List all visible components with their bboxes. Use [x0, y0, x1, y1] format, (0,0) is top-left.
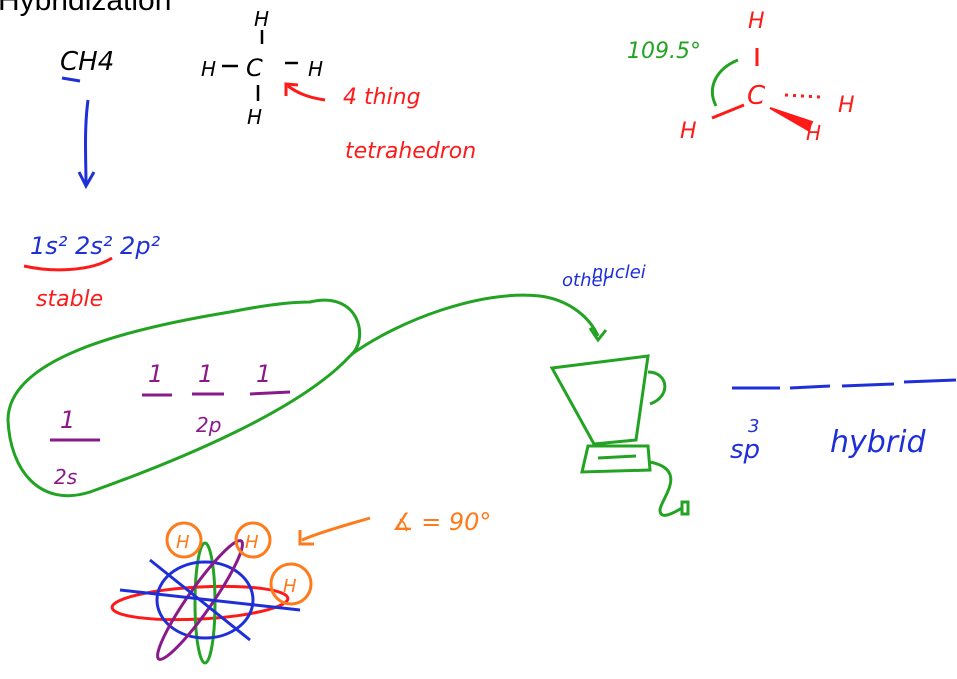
orbital-loop: [6, 298, 362, 498]
methane-c: C: [747, 81, 766, 111]
wedge-bond: [769, 107, 814, 132]
blender-label-other: other: [562, 270, 612, 291]
annotation-tetrahedron: tetrahedron: [345, 139, 476, 164]
orbital-2s-arrows: 1: [60, 406, 75, 434]
lewis-c: C: [246, 54, 263, 82]
bond-angle: 109.5°: [627, 39, 701, 64]
orbital-2p-2: 1: [198, 360, 213, 388]
down-arrow-head: [77, 171, 96, 190]
lewis-structure: H H C H H: [201, 7, 323, 129]
electron-config: 1s² 2s² 2p²: [30, 232, 161, 260]
methane-h-top: H: [748, 9, 765, 34]
hybrid-word: hybrid: [830, 425, 926, 460]
methane-3d: 109.5° H C H H H: [627, 9, 855, 145]
orbital-diagram: 1 2s 1 1 1 2p: [50, 360, 291, 489]
orbital-2p-label: 2p: [196, 413, 221, 437]
down-arrow: [84, 99, 90, 186]
angle-note: ∡ = 90°: [392, 508, 491, 536]
hybrid-orbital-lines: [732, 378, 957, 390]
lewis-h-bottom: H: [247, 105, 262, 129]
loop-to-blender: [351, 293, 600, 356]
annotation-four-thing: 4 thing: [343, 85, 421, 110]
config-underline: [23, 256, 113, 272]
red-arrow: [287, 84, 326, 102]
sketch-h-1: H: [176, 532, 190, 553]
angle-arc: [710, 58, 739, 107]
orbital-2p-3: 1: [256, 360, 271, 388]
blender-drawing: [549, 354, 690, 517]
sketch-h-2: H: [245, 532, 259, 553]
orbital-sketch: [110, 521, 313, 665]
sketch-h-3: H: [283, 576, 297, 597]
hybrid-sp: sp: [730, 435, 760, 465]
formula-ch4: CH4: [60, 47, 114, 77]
page-title: Hybridization: [0, 0, 172, 17]
hybrid-sup: 3: [748, 416, 759, 437]
orbital-2p-1: 1: [148, 360, 163, 388]
orbital-2s-label: 2s: [54, 465, 77, 489]
stable-note: stable: [36, 287, 103, 312]
blender-label-nuclei: nuclei: [592, 262, 646, 283]
methane-h-wedge: H: [806, 121, 821, 145]
orange-arrow: [301, 516, 371, 542]
methane-h-left: H: [680, 119, 697, 144]
lewis-h-left: H: [201, 57, 216, 81]
lewis-h-top: H: [254, 7, 269, 31]
lewis-h-right: H: [308, 57, 323, 81]
formula-underline: [61, 76, 81, 83]
methane-h-right: H: [838, 93, 855, 118]
